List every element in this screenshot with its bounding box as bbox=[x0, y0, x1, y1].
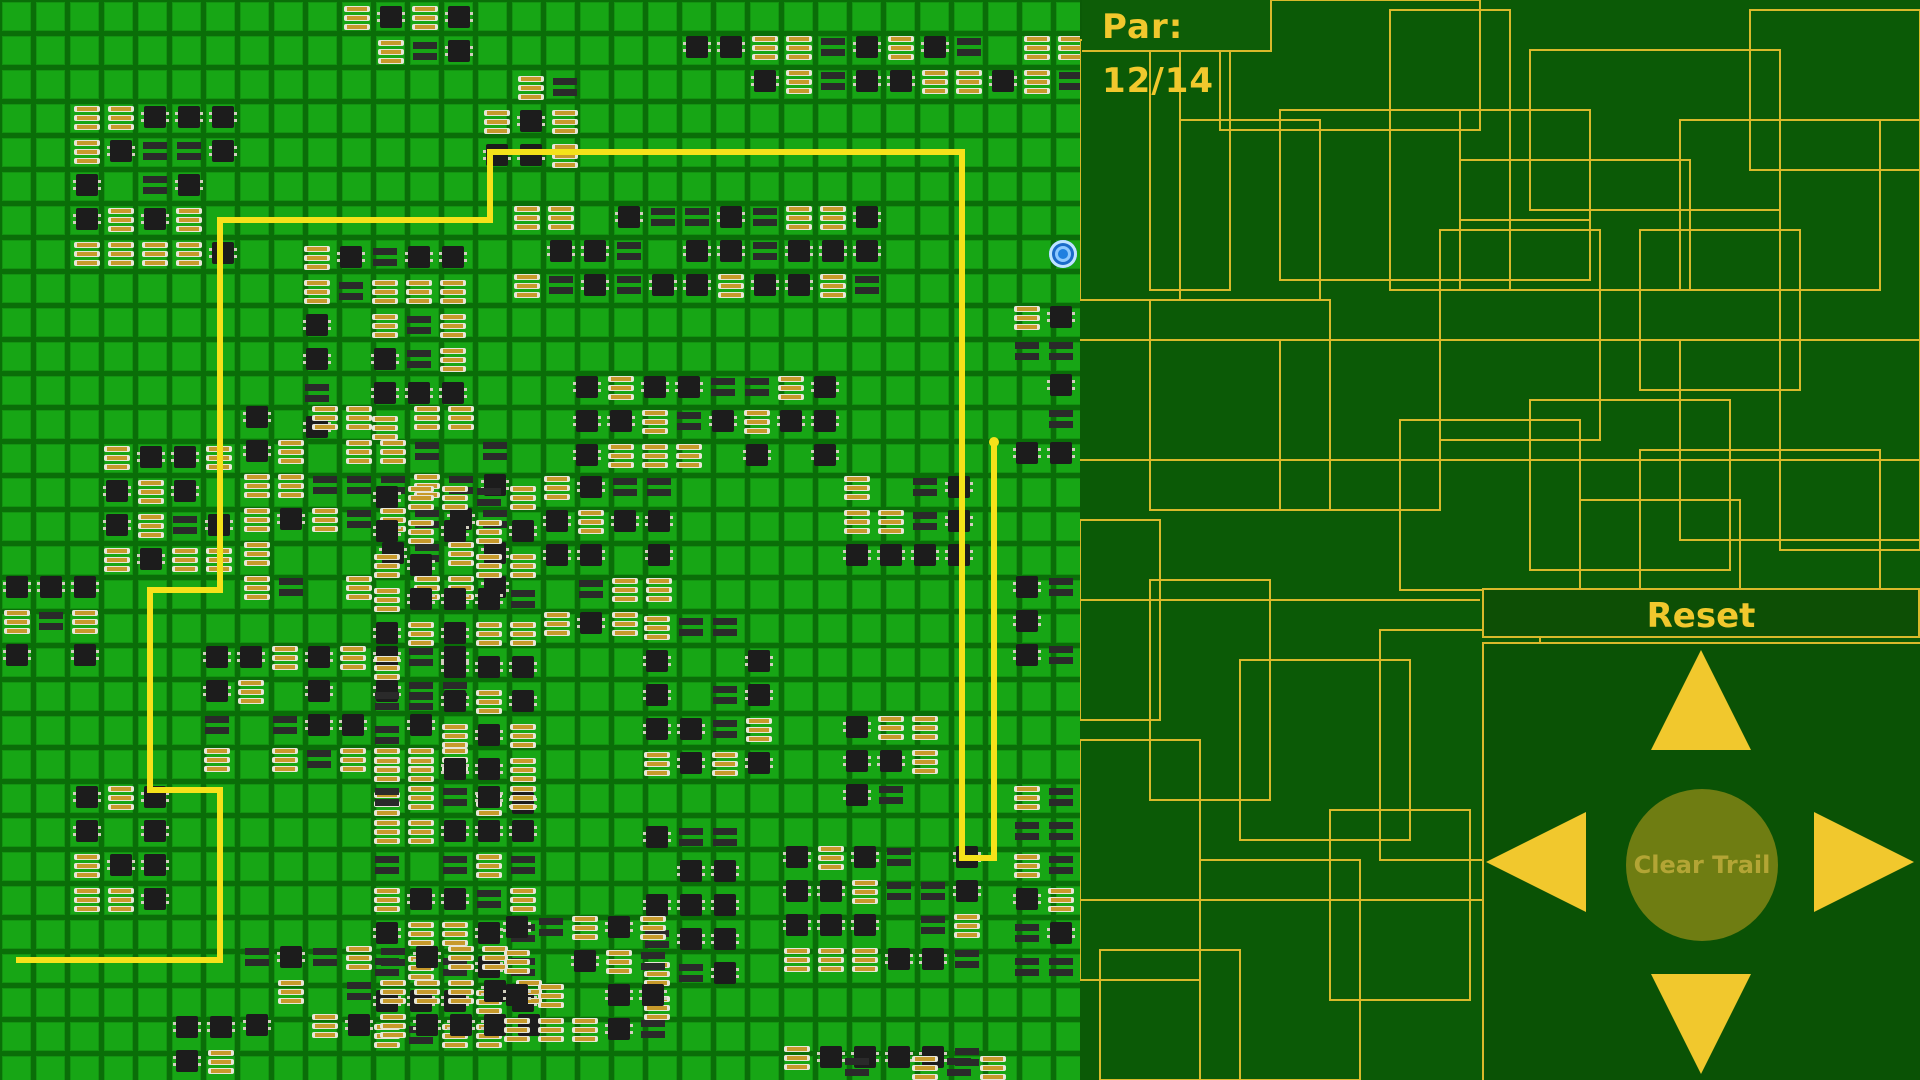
reset-button[interactable]: Reset bbox=[1482, 588, 1920, 638]
maze-wall bbox=[1279, 339, 1441, 511]
maze-wall bbox=[1389, 9, 1511, 291]
maze-wall bbox=[1529, 49, 1781, 211]
trail-path bbox=[16, 149, 999, 963]
maze-wall bbox=[1279, 109, 1461, 281]
arrow-right-icon[interactable] bbox=[1814, 812, 1914, 912]
trail-line bbox=[16, 149, 997, 963]
maze-wall bbox=[1779, 119, 1920, 551]
maze-wall bbox=[1389, 109, 1591, 281]
maze-wall bbox=[1080, 519, 1161, 721]
game-board[interactable] bbox=[0, 0, 1080, 1080]
clear-trail-button[interactable]: Clear Trail bbox=[1626, 789, 1778, 941]
maze-wall bbox=[1399, 419, 1581, 591]
direction-pad: Clear Trail bbox=[1482, 642, 1920, 1080]
maze-wall bbox=[1459, 159, 1691, 291]
maze-wall bbox=[1749, 9, 1920, 171]
trail-start-marker bbox=[989, 437, 999, 447]
maze-wall bbox=[1080, 739, 1201, 981]
maze-walls-decoration bbox=[1080, 0, 1920, 1080]
arrow-down-icon[interactable] bbox=[1651, 974, 1751, 1074]
maze-wall bbox=[1199, 859, 1361, 1080]
arrow-up-icon[interactable] bbox=[1651, 650, 1751, 750]
maze-wall bbox=[1639, 229, 1801, 391]
arrow-left-icon[interactable] bbox=[1486, 812, 1586, 912]
maze-wall bbox=[1529, 399, 1731, 571]
maze-wall bbox=[1329, 809, 1471, 1001]
maze-wall bbox=[1239, 659, 1411, 841]
maze-wall bbox=[1099, 949, 1241, 1080]
maze-wall bbox=[1179, 119, 1321, 301]
player-token bbox=[1049, 240, 1077, 268]
maze-wall bbox=[1439, 229, 1601, 441]
maze-wall bbox=[1219, 0, 1481, 131]
maze-wall bbox=[1149, 299, 1331, 511]
maze-wall bbox=[1459, 219, 1591, 281]
maze-wall bbox=[1149, 579, 1271, 801]
par-counter: Par: 12/14 bbox=[1082, 0, 1272, 101]
